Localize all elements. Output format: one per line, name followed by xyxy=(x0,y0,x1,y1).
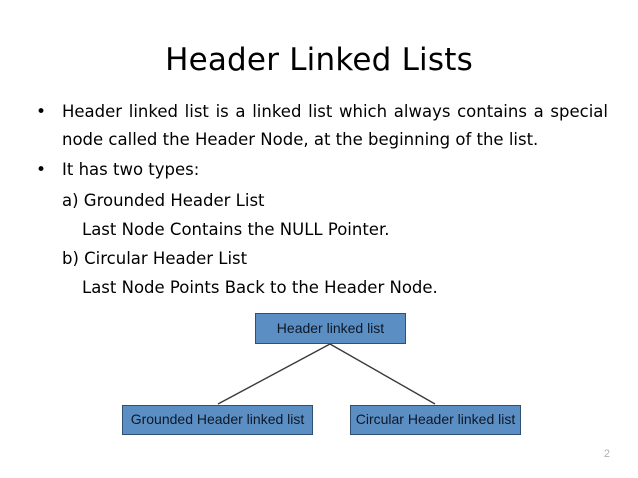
page-number: 2 xyxy=(603,448,610,460)
sub-item-grounded-header-list: a) Grounded Header List xyxy=(62,191,265,210)
body-content: • Header linked list is a linked list wh… xyxy=(30,98,608,302)
bullet-text: Header linked list is a linked list whic… xyxy=(62,102,608,149)
connector-line-right xyxy=(329,343,436,405)
bullet-icon: • xyxy=(36,102,47,122)
list-item: • Header linked list is a linked list wh… xyxy=(30,98,608,154)
list-item: • It has two types: xyxy=(30,156,608,184)
sub-item-grounded-detail: Last Node Contains the NULL Pointer. xyxy=(82,220,390,239)
diagram-node-header-linked-list[interactable]: Header linked list xyxy=(255,313,406,344)
page-title: Header Linked Lists xyxy=(165,42,473,78)
diagram-node-circular-header-linked-list[interactable]: Circular Header linked list xyxy=(350,405,521,435)
sub-item-circular-detail: Last Node Points Back to the Header Node… xyxy=(82,278,438,297)
sub-item-circular-header-list: b) Circular Header List xyxy=(62,249,248,268)
bullet-icon: • xyxy=(36,160,47,180)
bullet-text: It has two types: xyxy=(62,160,200,179)
diagram-node-grounded-header-linked-list[interactable]: Grounded Header linked list xyxy=(122,405,313,435)
connector-line-left xyxy=(217,343,331,405)
